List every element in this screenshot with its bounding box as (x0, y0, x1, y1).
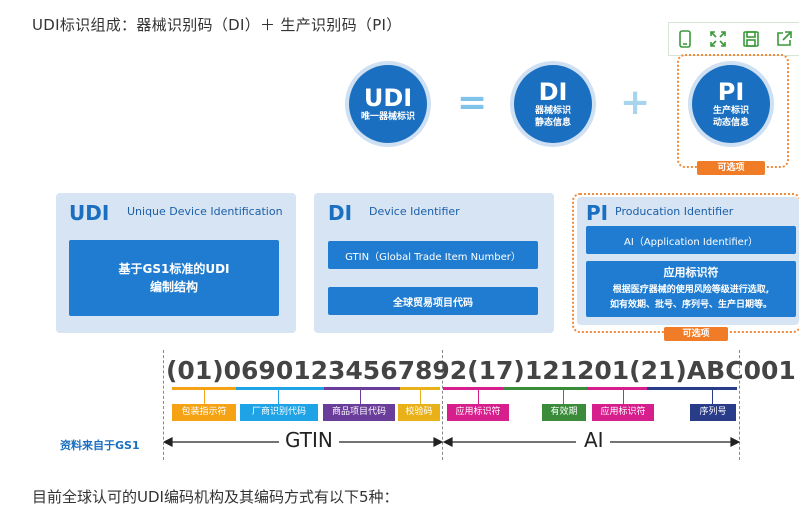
ai-box-line2: 如有效期、批号、序列号、生产日期等。 (609, 300, 772, 310)
udi-circle: UDI 唯一器械标识 (349, 65, 427, 143)
udi-panel: UDI Unique Device Identification 基于GS1标准… (56, 193, 296, 333)
di-circle-sub2: 静态信息 (534, 118, 571, 128)
tag-check-digit: 校验码 (398, 404, 440, 421)
seg-check (400, 387, 440, 390)
ai-box-line1: 根据医疗器械的使用风险等级进行选取, (612, 285, 770, 295)
ai-label: AI (578, 428, 610, 452)
connector-7 (623, 390, 624, 404)
tag-item-reference: 商品项目代码 (323, 404, 395, 421)
udi-box-line1: 基于GS1标准的UDI (118, 262, 230, 276)
gtin-box: GTIN（Global Trade Item Number） (328, 241, 538, 269)
connector-5 (478, 390, 479, 404)
seg-serial (647, 387, 737, 390)
optional-tag-bottom: 可选项 (664, 327, 728, 341)
pi-panel-title: PI (586, 201, 609, 225)
pi-circle-sub2: 动态信息 (712, 118, 749, 128)
outro-text: 目前全球认可的UDI编码机构及其编码方式有以下5种： (32, 488, 399, 506)
pi-circle-title: PI (717, 78, 745, 106)
connector-8 (712, 390, 713, 404)
udi-circle-sub: 唯一器械标识 (360, 112, 415, 122)
application-identifier-box: 应用标识符 根据医疗器械的使用风险等级进行选取, 如有效期、批号、序列号、生产日… (586, 261, 796, 317)
intro-text: UDI标识组成：器械识别码（DI）＋ 生产识别码（PI） (32, 16, 402, 34)
expand-icon[interactable] (706, 27, 730, 51)
udi-panel-subtitle: Unique Device Identification (127, 205, 283, 218)
connector-3 (360, 390, 361, 404)
guide-left (163, 350, 164, 460)
pi-panel: PI Producation Identifier AI（Application… (577, 197, 799, 325)
tag-serial-number: 序列号 (690, 404, 736, 421)
tag-company-prefix: 厂商识别代码 (240, 404, 318, 421)
di-panel-title: DI (328, 201, 353, 225)
pi-circle-sub1: 生产标识 (712, 106, 749, 116)
gtin-label: GTIN (279, 428, 339, 452)
guide-middle (442, 350, 443, 460)
tag-ai-21: 应用标识符 (592, 404, 654, 421)
equals-sign: = (457, 82, 488, 123)
connector-4 (420, 390, 421, 404)
di-panel: DI Device Identifier GTIN（Global Trade I… (314, 193, 554, 333)
di-circle: DI 器械标识 静态信息 (514, 65, 592, 143)
tag-expiry: 有效期 (542, 404, 586, 421)
seg-packaging (172, 387, 236, 390)
share-icon[interactable] (772, 27, 796, 51)
di-panel-subtitle: Device Identifier (369, 205, 460, 218)
seg-expiry (503, 387, 587, 390)
connector-2 (278, 390, 279, 404)
global-trade-code-box: 全球贸易项目代码 (328, 287, 538, 315)
tag-packaging-indicator: 包装指示符 (172, 404, 236, 421)
phone-icon[interactable] (673, 27, 697, 51)
udi-code-string: (01)06901234567892(17)121201(21)ABC001 (166, 356, 796, 385)
udi-box-line2: 编制结构 (149, 280, 198, 294)
floating-toolbar (668, 22, 799, 56)
ai-box-title: 应用标识符 (663, 266, 719, 279)
seg-company (236, 387, 324, 390)
di-circle-title: DI (538, 78, 568, 106)
udi-panel-title: UDI (69, 201, 110, 225)
save-icon[interactable] (739, 27, 763, 51)
seg-ai-17 (443, 387, 503, 390)
tag-ai-17: 应用标识符 (447, 404, 509, 421)
di-circle-sub1: 器械标识 (534, 106, 571, 116)
range-arrows (164, 437, 741, 447)
ai-box: AI（Application Identifier） (586, 226, 796, 254)
udi-circle-title: UDI (363, 84, 413, 112)
guide-right (739, 350, 740, 460)
pi-circle: PI 生产标识 动态信息 (692, 65, 770, 143)
source-note: 资料来自于GS1 (60, 439, 140, 452)
plus-sign: + (620, 82, 651, 123)
pi-panel-subtitle: Producation Identifier (615, 205, 734, 218)
seg-item (324, 387, 400, 390)
seg-ai-21 (587, 387, 647, 390)
optional-tag-top: 可选项 (697, 161, 765, 175)
udi-structure-box: 基于GS1标准的UDI 编制结构 (69, 240, 279, 316)
connector-6 (563, 390, 564, 404)
connector-1 (204, 390, 205, 404)
